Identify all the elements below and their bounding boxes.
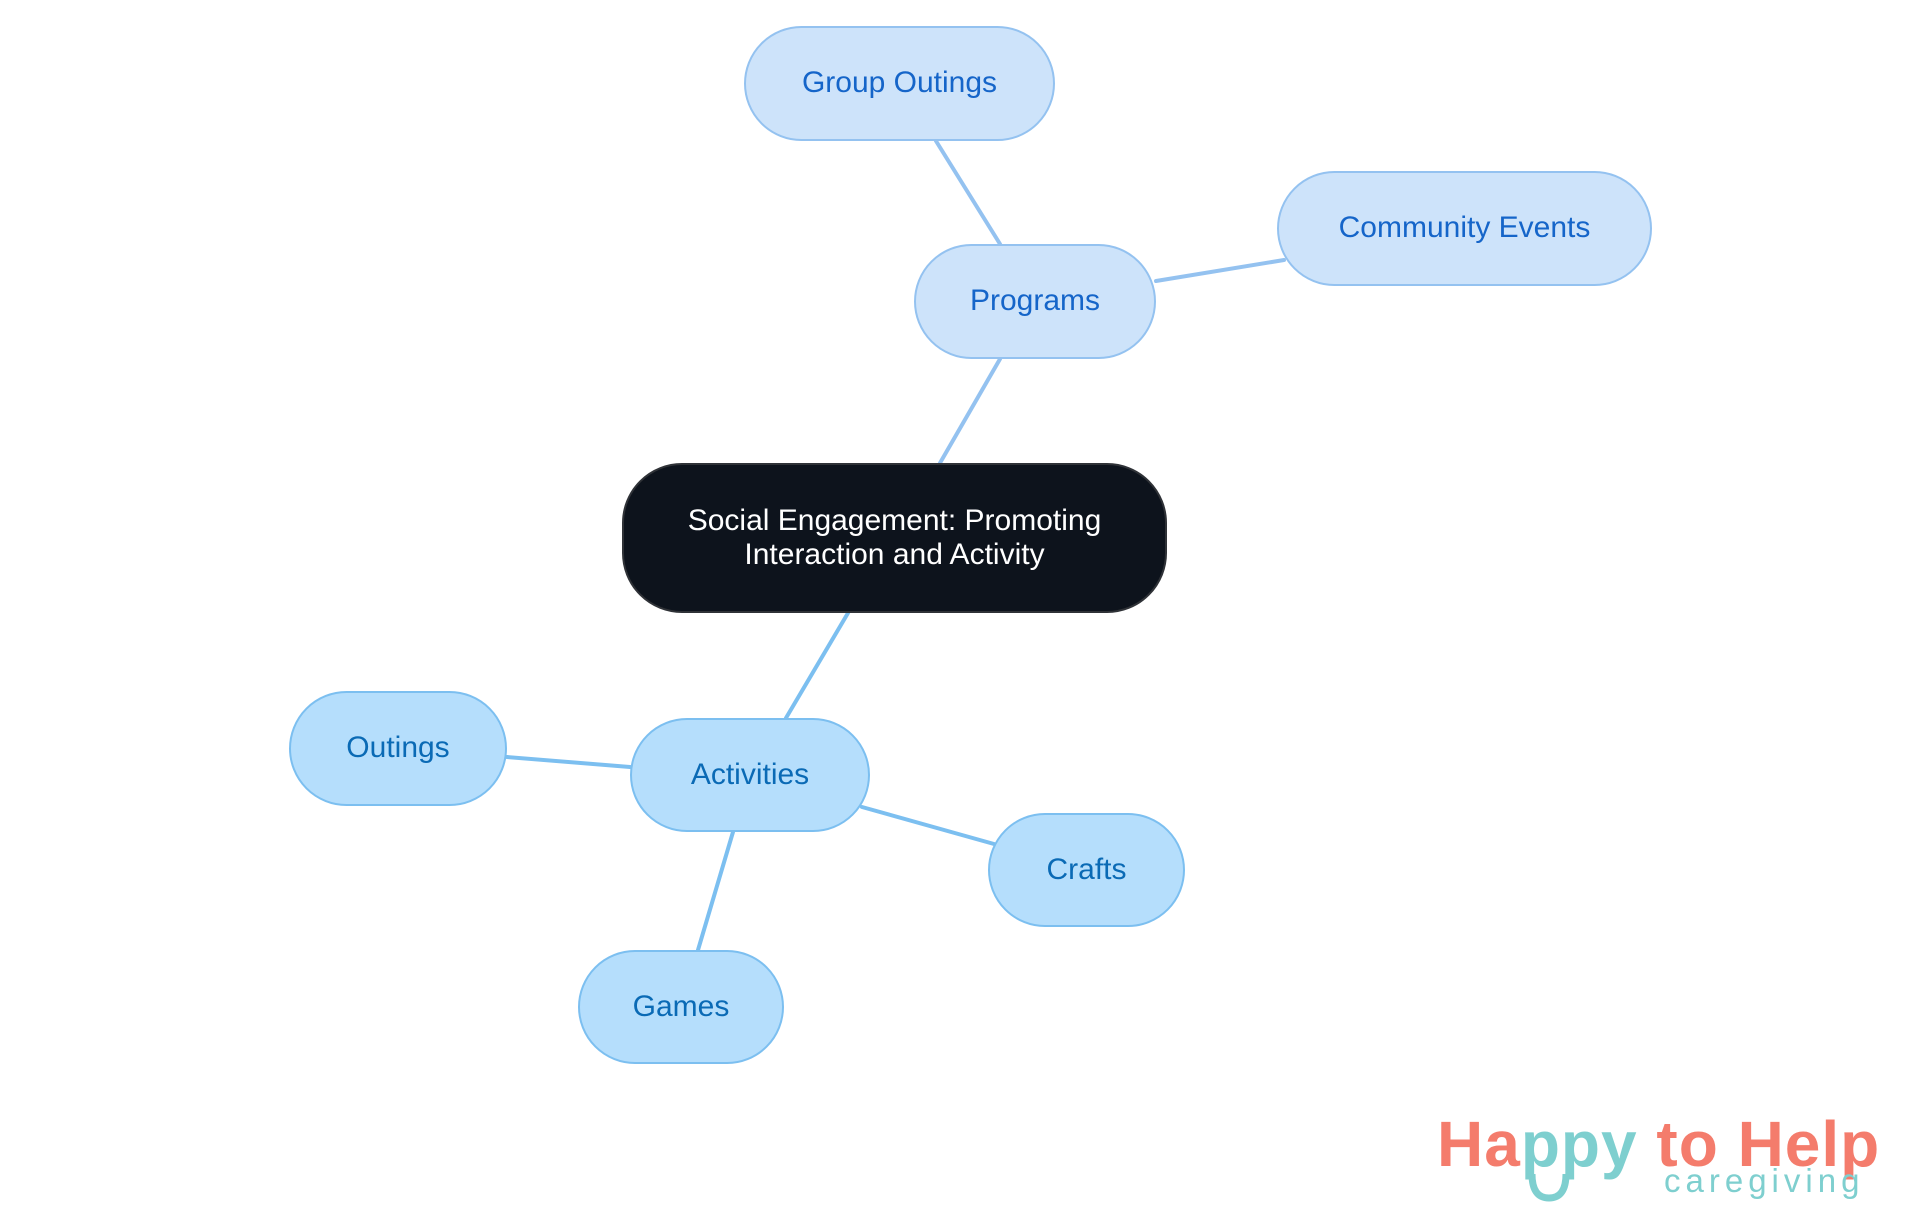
edge-activities-outings — [505, 755, 632, 769]
node-activities[interactable]: Activities — [630, 718, 870, 832]
edge-activities-crafts — [860, 805, 996, 846]
edge-root-programs — [938, 357, 1002, 465]
node-label: Programs — [969, 284, 1101, 318]
edge-programs-group-outings — [934, 139, 1002, 246]
node-label: Games — [632, 989, 730, 1023]
logo-tagline: caregiving — [1664, 1162, 1865, 1199]
node-community-events[interactable]: Community Events — [1277, 171, 1652, 286]
node-programs[interactable]: Programs — [914, 244, 1156, 359]
brand-logo: Happy to Help caregiving — [1437, 1112, 1907, 1215]
root-node[interactable]: Social Engagement: Promoting Interaction… — [622, 463, 1167, 613]
node-label: Activities — [690, 757, 810, 791]
node-label: Group Outings — [801, 66, 998, 100]
node-label: Outings — [346, 731, 450, 765]
node-label: Community Events — [1338, 211, 1591, 245]
node-games[interactable]: Games — [578, 950, 784, 1064]
edge-programs-community-events — [1154, 258, 1286, 283]
edge-root-activities — [784, 611, 850, 720]
node-group-outings[interactable]: Group Outings — [744, 26, 1055, 141]
edge-activities-games — [696, 830, 735, 952]
root-label-line1: Social Engagement: Promoting — [687, 503, 1102, 537]
node-label: Crafts — [1046, 852, 1127, 886]
smile-icon — [1528, 1173, 1570, 1202]
logo-wordmark: Happy to Help — [1437, 1108, 1881, 1180]
node-crafts[interactable]: Crafts — [988, 813, 1185, 927]
node-outings[interactable]: Outings — [289, 691, 507, 806]
root-label-line2: Interaction and Activity — [744, 538, 1045, 571]
